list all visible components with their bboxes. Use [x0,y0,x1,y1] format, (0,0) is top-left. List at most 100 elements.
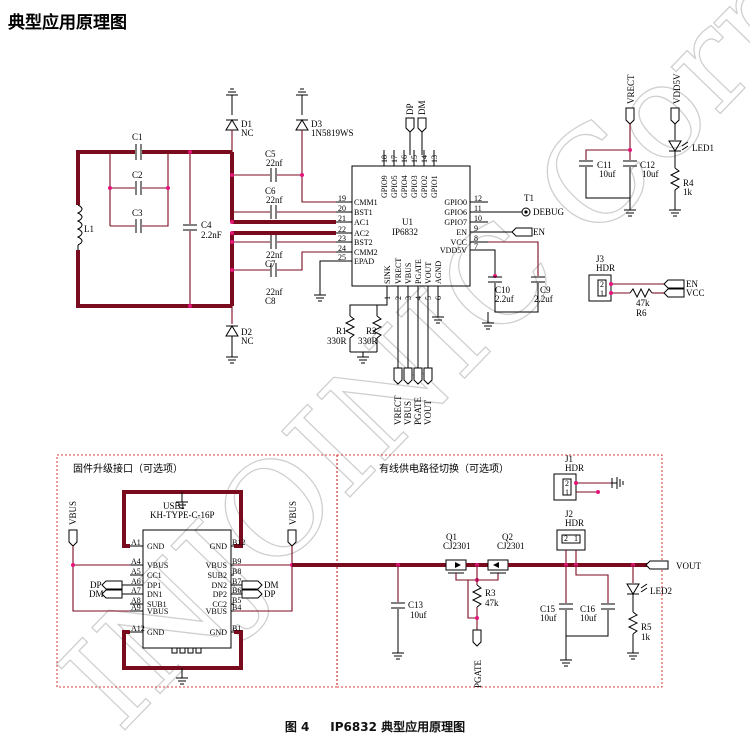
c16-label: C16 [580,604,596,614]
usb-pin-name: VBUS [147,607,168,616]
u1-pin-num: 15 [410,155,419,163]
lc-network: L1 C1 C2 C3 C4 2.2nF [76,132,234,308]
vbus-tag: VBUS [403,401,413,425]
c11-value: 10uf [599,169,616,179]
figure-number: 图 4 [284,720,310,734]
d3: D3 1N5819WS [295,88,354,203]
usb-pin-name: DN2 [211,581,227,590]
usb-pin-num: A9 [131,603,141,612]
usb-pin-name: GND [147,628,165,637]
usb-pin-name: VBUS [147,561,168,570]
vrect-tag-right: VRECT [626,74,636,104]
u1-pin-num: 22 [338,225,346,234]
c4-label: C4 [201,220,212,230]
usb-dm-tag-left: DM [89,589,104,599]
u1-pin-num: 9 [474,224,478,233]
q1-part: CJ2301 [443,541,471,551]
en-tag: EN [533,227,545,237]
r5-value: 1k [641,632,651,642]
u1-pin-num: 18 [380,155,389,163]
u1-pin-num: 14 [420,155,429,163]
c13-cap: C13 10uf [391,563,427,660]
usb-nets: VBUS VBUS DP DM DM DP [68,501,442,612]
j2-header: J2 HDR 2 1 [556,509,586,565]
c9-label: C9 [540,285,551,295]
u1-ref: U1 [402,217,413,227]
u1-pin-name: EPAD [354,257,374,266]
c15-value: 10uf [540,613,557,623]
usb-pin-name: GND [147,542,165,551]
u1-pin-num: 4 [414,296,423,300]
u1-pin-num: 7 [474,242,478,251]
usb-vbus-tag-left: VBUS [68,501,78,525]
usb-pin-name: DP2 [213,590,227,599]
section-firmware-title: 固件升级接口（可选项） [73,462,183,475]
usb-pin-num: B12 [232,538,245,547]
u1-pin-name: GPIO6 [444,208,467,217]
j1-header: J1 HDR 2 1 [553,454,624,501]
u1-pin-name: BST1 [354,208,373,217]
u1-pin-name: EN [456,228,467,237]
usb-pin-num: B4 [232,603,241,612]
u1-pin-num: 17 [390,155,399,163]
u1-right-nets: T1 DEBUG EN C10 2.2uf C9 2.2uf [481,193,564,330]
usb-pin-name: SUB2 [207,571,227,580]
u1-pin-name: CMM1 [354,198,378,207]
d3-value: 1N5819WS [311,128,354,138]
usb-pin-num: A5 [131,567,141,576]
figure-caption: 图 4 IP6832 典型应用原理图 [0,718,750,735]
usb-pin-name: SUB1 [147,600,167,609]
r6-value: 47k [636,298,650,308]
q2-label: Q2 [502,532,513,542]
c5-value: 22nf [266,158,283,168]
dpdm-tags: DP DM [405,100,427,155]
usb-pin-name: DN1 [147,590,163,599]
d1-label: D1 [241,119,252,129]
u1-pin-name: AGND [434,261,443,284]
u1-pin-num: 10 [474,214,482,223]
c8-label: C8 [265,296,276,306]
bst-caps: C5 22nf C6 22nf 22nf C7 22nf C8 [230,149,336,306]
j3-pin1: 1 [600,289,604,298]
led2-label: LED2 [650,586,672,596]
c13-value: 10uf [410,610,427,620]
usb-pin-num: A6 [131,577,141,586]
usb-pin-num: B9 [232,557,241,566]
section-power-switch-box [336,454,663,688]
figure-title: IP6832 典型应用原理图 [330,720,466,734]
u1-pin-num: 23 [338,234,346,243]
u1-pin-num: 16 [400,155,409,163]
u1-pin-num: 20 [338,204,346,213]
j2-label: J2 [565,509,573,519]
u1-pin-name: VDD5V [440,246,467,255]
u1-pin-name: VOUT [424,262,433,284]
r3-value: 47k [485,598,499,608]
led1-label: LED1 [692,143,714,153]
c6-value: 22nf [266,195,283,205]
usb-pin-num: A1 [131,538,141,547]
c10-value: 2.2uf [495,294,514,304]
usb-pin-num: B8 [232,567,241,576]
j2-pin1: 1 [574,534,578,543]
u1-pin-num: 11 [474,204,482,213]
u1-pin-num: 24 [338,244,346,253]
c5-label: C5 [265,149,276,159]
c1-label: C1 [132,132,143,142]
page-title: 典型应用原理图 [8,13,127,33]
c10-label: C10 [495,285,511,295]
d1: D1 NC [225,88,254,152]
j1-label: J1 [565,454,573,464]
u1-bottom-tags: VRECT VBUS PGATE VOUT [393,302,433,425]
usb-pin-num: A4 [131,557,141,566]
usb-pin-num: A7 [131,586,141,595]
usb-vbus-tag-right: VBUS [288,501,298,525]
usb-pin-num: B6 [232,586,241,595]
vout-tag: VOUT [676,561,701,571]
usb-dm-tag-right: DM [264,580,279,590]
u1-pin-name: GPIO1 [430,175,439,198]
j1-pin1: 1 [565,488,569,497]
t1-label: T1 [524,193,534,203]
usb-pin-num: B1 [232,624,241,633]
usb-pin-num: A8 [131,596,141,605]
q1-label: Q1 [446,532,457,542]
